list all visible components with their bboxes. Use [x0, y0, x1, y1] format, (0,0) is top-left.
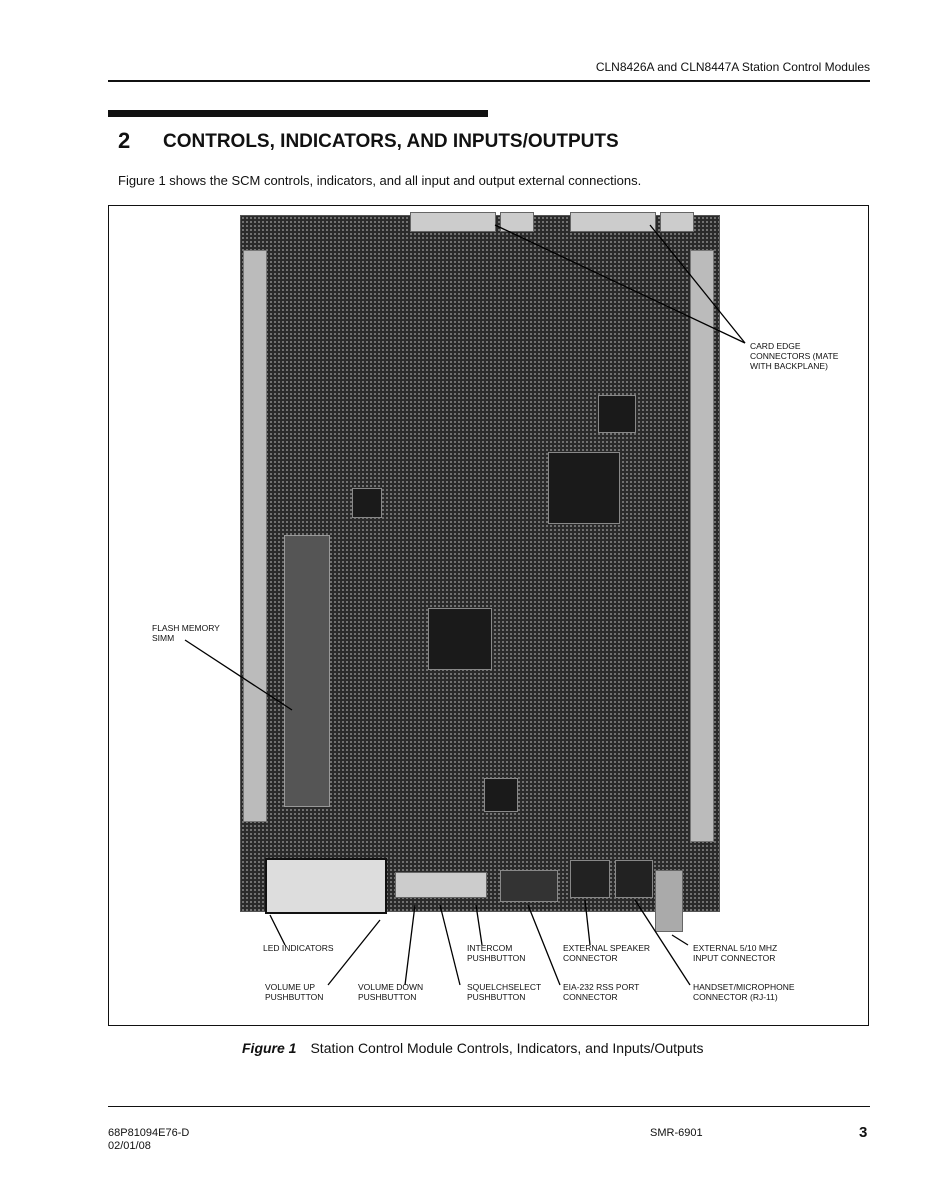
flash-memory-simm: [284, 535, 330, 807]
card-edge-connector: [570, 212, 656, 232]
chip: [548, 452, 620, 524]
card-edge-connector: [410, 212, 496, 232]
card-edge-connector: [500, 212, 534, 232]
card-rail-right: [690, 250, 714, 842]
section-bar: [108, 110, 488, 117]
bnc-connector: [655, 870, 683, 932]
chip: [598, 395, 636, 433]
chip: [428, 608, 492, 670]
caption-text: Station Control Module Controls, Indicat…: [310, 1040, 704, 1056]
page-number: 3: [859, 1124, 868, 1141]
section-title: CONTROLS, INDICATORS, AND INPUTS/OUTPUTS: [163, 131, 619, 152]
footer-center: SMR-6901: [650, 1127, 703, 1139]
chip: [352, 488, 382, 518]
speaker-connector: [570, 860, 610, 898]
label-led-indicators: LED INDICATORS: [263, 943, 334, 953]
figure-caption: Figure 1 Station Control Module Controls,…: [242, 1040, 703, 1056]
led-indicators: [265, 858, 387, 914]
figure-frame: [108, 205, 869, 1026]
footer-rule: [108, 1106, 870, 1107]
running-header: CLN8426A and CLN8447A Station Control Mo…: [595, 60, 870, 74]
chip: [484, 778, 518, 812]
section-number: 2: [118, 128, 131, 153]
rj11-connector: [615, 860, 653, 898]
card-rail-left: [243, 250, 267, 822]
caption-label: Figure 1: [242, 1040, 297, 1056]
intro-paragraph: Figure 1 shows the SCM controls, indicat…: [118, 173, 642, 188]
eia232-connector: [500, 870, 558, 902]
card-edge-connector: [660, 212, 694, 232]
header-rule: [108, 80, 870, 82]
pushbuttons: [395, 872, 487, 898]
